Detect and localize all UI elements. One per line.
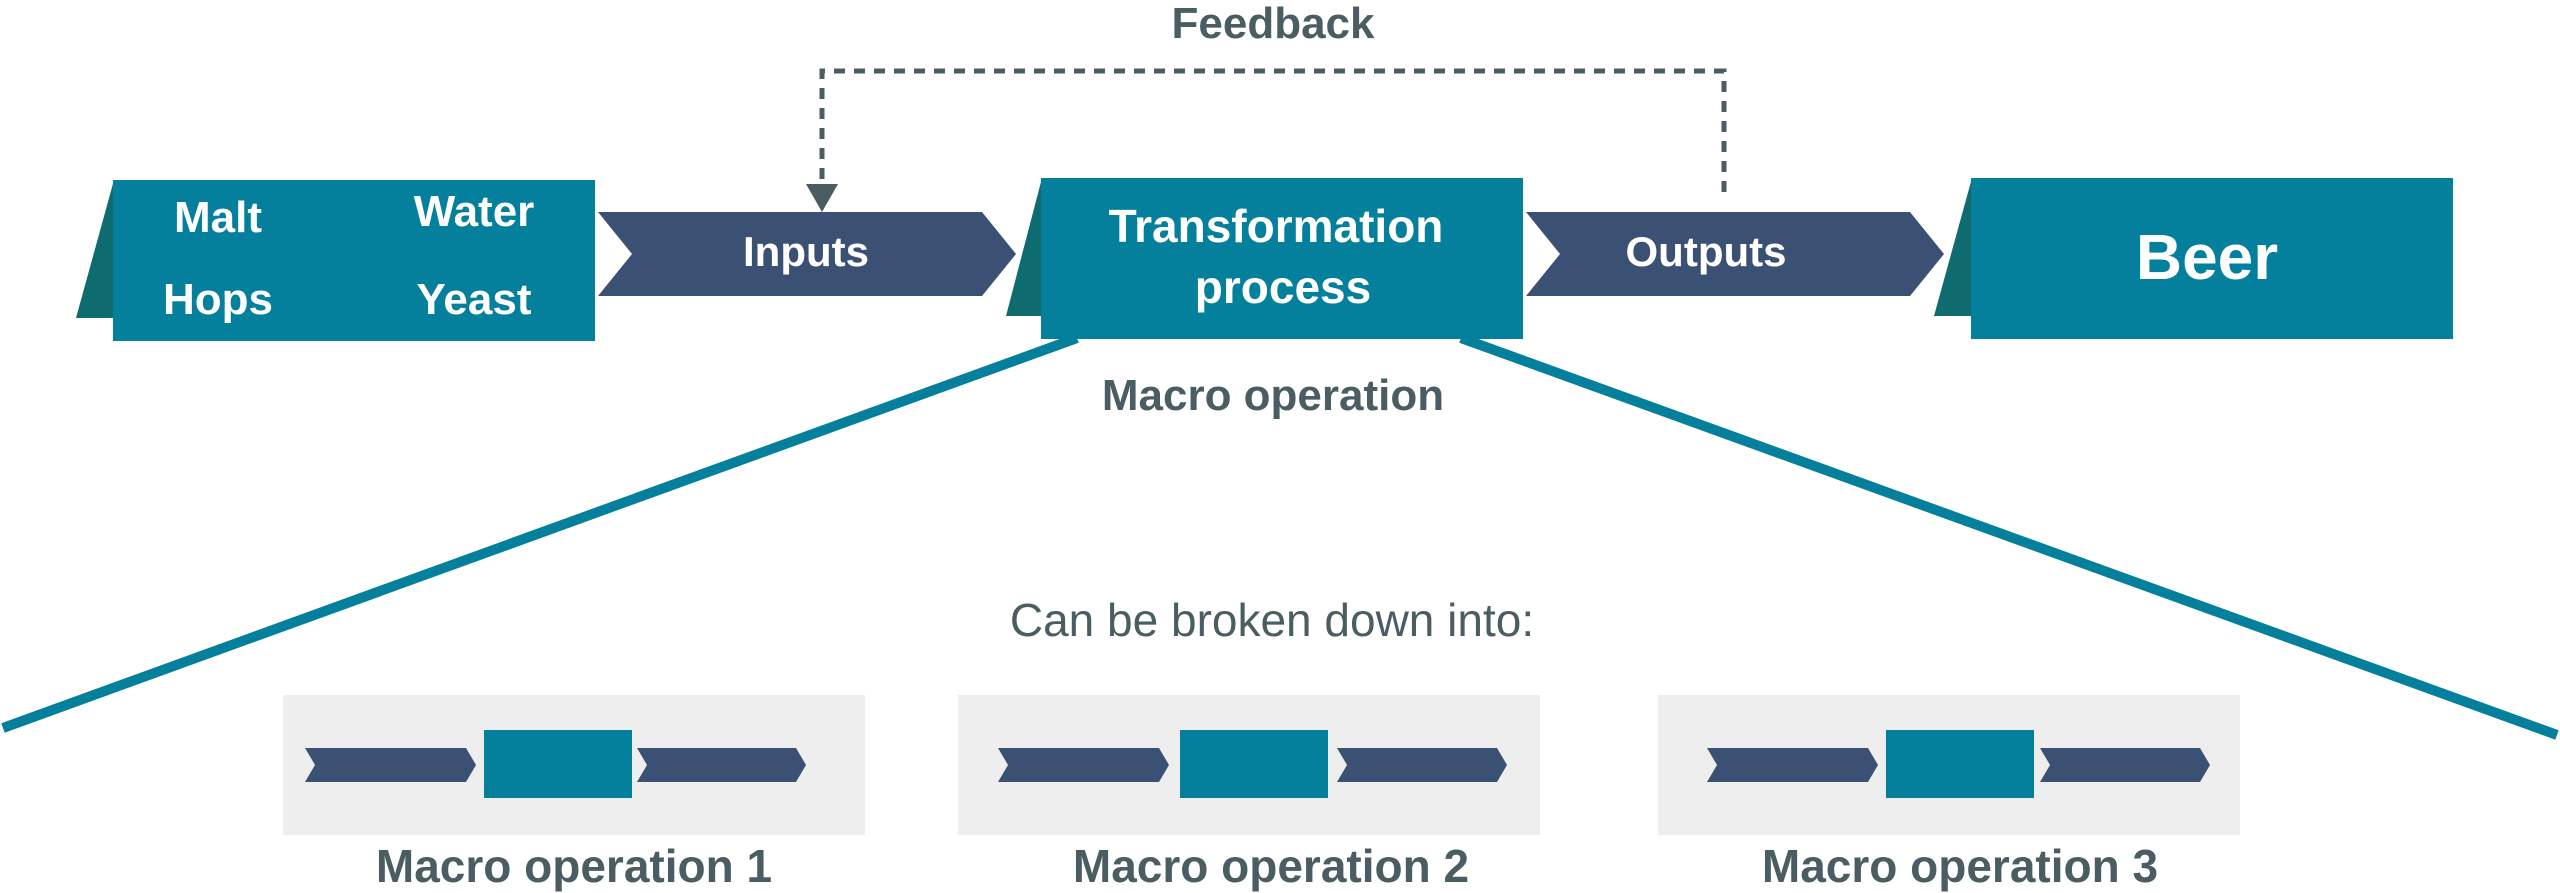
feedback-arrowhead (806, 184, 838, 212)
sub-operation-1: Macro operation 1 (283, 695, 865, 892)
transformation-box-body (1041, 178, 1523, 339)
input-box-fold (76, 180, 114, 318)
breakdown-label: Can be broken down into: (1010, 594, 1534, 646)
transformation-label-line1: Transformation (1109, 200, 1444, 252)
sub-operation-output-arrow (1337, 748, 1507, 782)
transformation-box: Transformation process Macro operation (1006, 178, 1523, 420)
zoom-line-left (1, 333, 1079, 733)
sub-operation-input-arrow (1707, 748, 1878, 782)
output-box-body (1971, 178, 2453, 339)
input-item-malt: Malt (174, 193, 262, 242)
input-item-hops: Hops (163, 275, 273, 324)
zoom-lines (1, 333, 2559, 740)
sub-operation-output-arrow (2040, 748, 2210, 782)
zoom-line-right (1459, 333, 2559, 740)
input-box-body (113, 180, 595, 341)
feedback-loop: Feedback (806, 0, 1727, 212)
input-box: Malt Water Hops Yeast (76, 180, 595, 341)
macro-operation-caption: Macro operation (1102, 371, 1444, 420)
sub-operation-process-box (1886, 730, 2034, 798)
input-item-yeast: Yeast (417, 275, 532, 324)
inputs-arrow-label: Inputs (743, 228, 869, 275)
feedback-label: Feedback (1172, 0, 1376, 48)
sub-operation-3: Macro operation 3 (1658, 695, 2240, 892)
sub-operation-input-arrow (305, 748, 476, 782)
sub-operation-2: Macro operation 2 (958, 695, 1540, 892)
feedback-dotted-line (819, 68, 1727, 200)
output-box-label: Beer (2136, 221, 2278, 293)
sub-operation-output-arrow (637, 748, 806, 782)
sub-operation-process-box (484, 730, 632, 798)
sub-operation-process-box (1180, 730, 1328, 798)
output-box: Beer (1934, 178, 2453, 339)
outputs-arrow: Outputs (1526, 212, 1944, 296)
outputs-arrow-label: Outputs (1626, 228, 1787, 275)
input-item-water: Water (414, 187, 535, 236)
transformation-label-line2: process (1195, 261, 1371, 313)
sub-operation-input-arrow (998, 748, 1169, 782)
outputs-arrow-shape (1526, 212, 1944, 296)
output-box-fold (1934, 178, 1972, 316)
transformation-box-fold (1006, 178, 1042, 316)
inputs-arrow-shape (598, 212, 1016, 296)
sub-operation-label: Macro operation 3 (1762, 840, 2158, 892)
inputs-arrow: Inputs (598, 212, 1016, 296)
sub-operation-label: Macro operation 2 (1073, 840, 1469, 892)
sub-operation-label: Macro operation 1 (376, 840, 772, 892)
